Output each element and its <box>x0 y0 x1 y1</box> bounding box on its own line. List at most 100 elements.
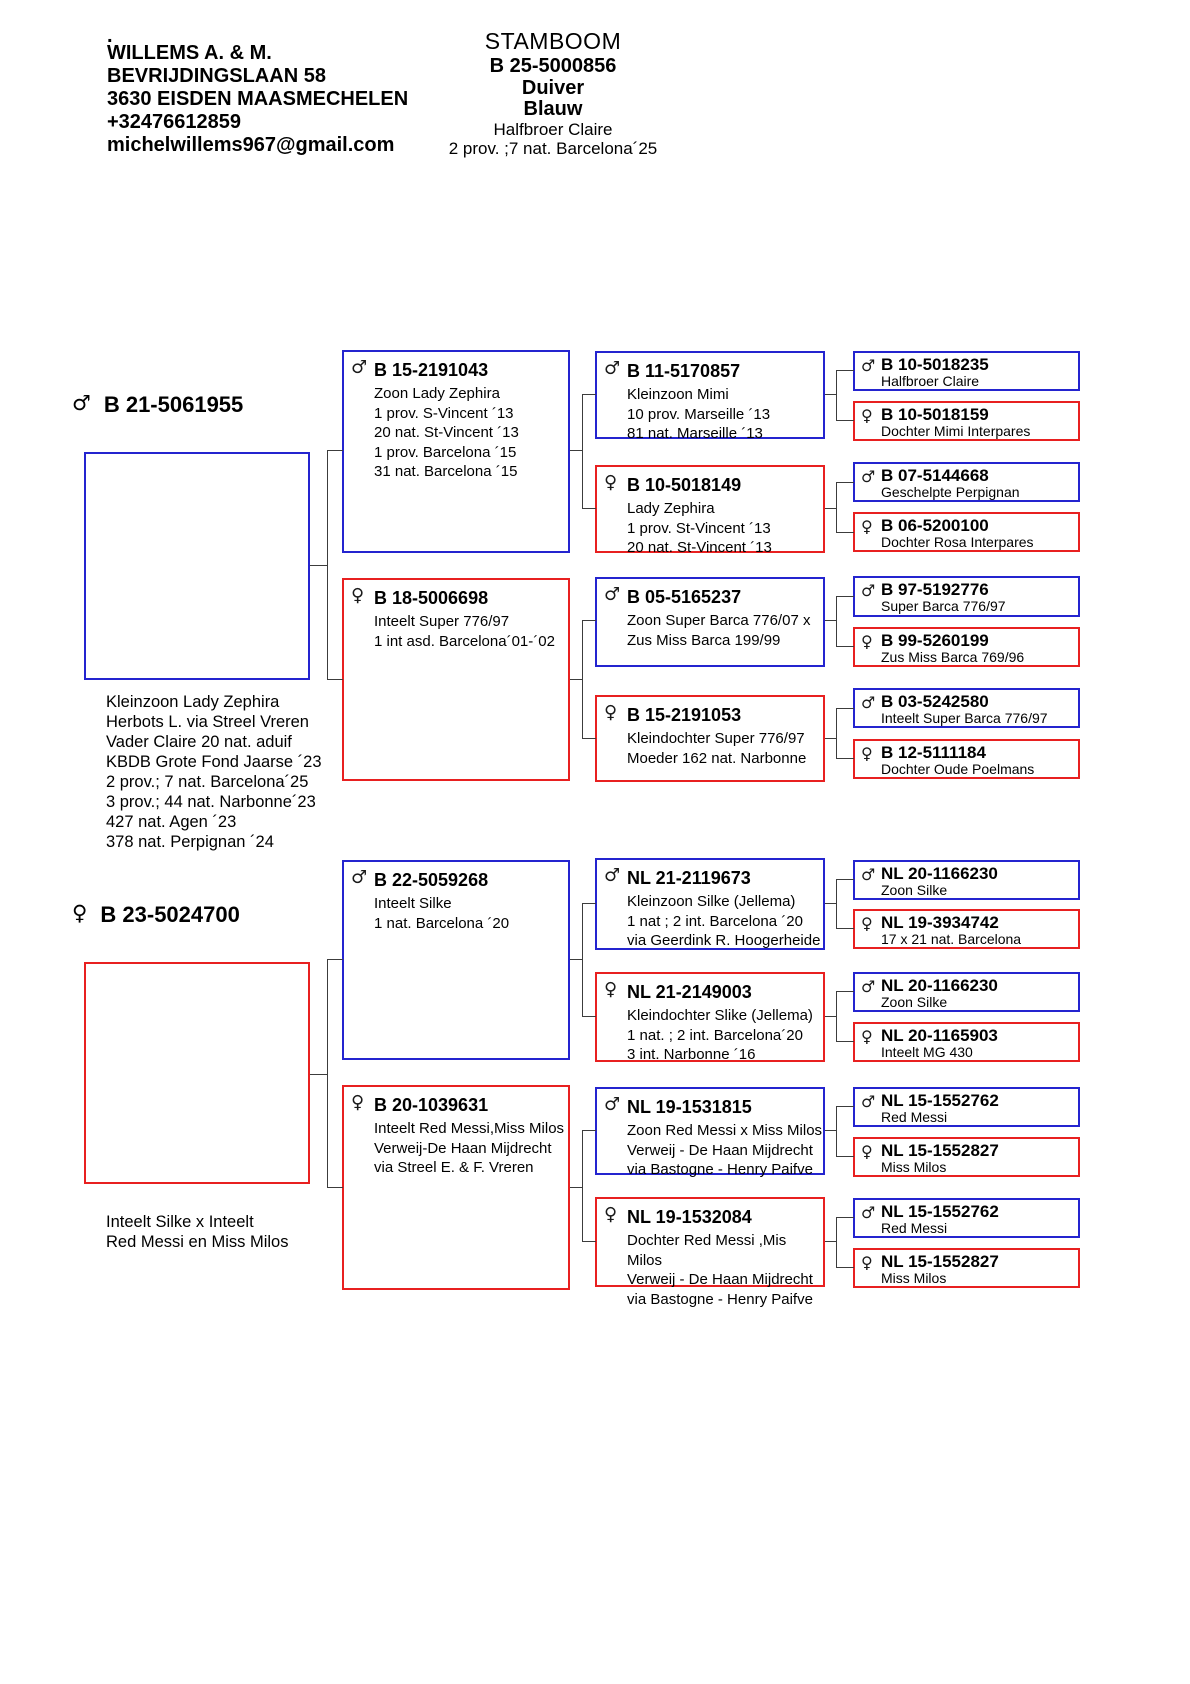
text-line: 1 int asd. Barcelona´01-´02 <box>374 632 555 650</box>
ring-number: NL 15-1552762 <box>881 1091 999 1110</box>
pedigree-box-nl19-1532084: ♀ NL 19-1532084 Dochter Red Messi ,Mis M… <box>595 1197 825 1308</box>
bird-result: 2 prov. ;7 nat. Barcelona´25 <box>448 139 658 158</box>
connector-line <box>582 394 583 509</box>
text-line: 1 nat ; 2 int. Barcelona ´20 <box>627 912 803 930</box>
text-line: Verweij - De Haan Mijdrecht <box>627 1271 813 1288</box>
male-icon: ♂ <box>861 865 876 884</box>
ring-number: NL 20-1166230 <box>881 976 998 995</box>
bird-name: Halfbroer Claire <box>881 373 980 389</box>
connector-line <box>836 596 854 597</box>
bird-name: Inteelt MG 430 <box>881 1044 973 1060</box>
ring-number: B 18-5006698 <box>374 588 489 608</box>
female-icon: ♀ <box>861 406 873 425</box>
female-icon: ♀ <box>604 702 618 723</box>
connector-line <box>310 1074 327 1075</box>
male-icon: ♂ <box>604 865 621 886</box>
ring-number: NL 15-1552762 <box>881 1202 999 1221</box>
connector-line <box>582 1130 596 1131</box>
connector-line <box>825 738 837 739</box>
text-line: Zoon Super Barca 776/07 x <box>627 612 811 629</box>
ring-number: B 23-5024700 <box>100 902 240 927</box>
text-line: Inteelt Super 776/97 <box>374 613 510 630</box>
male-icon: ♂ <box>72 391 91 415</box>
text-line: Zoon Lady Zephira <box>374 385 500 402</box>
sire-label: ♂ B 21-5061955 <box>72 392 243 418</box>
text-line: Lady Zephira <box>627 500 715 517</box>
connector-line <box>825 620 837 621</box>
connector-line <box>836 482 854 483</box>
connector-line <box>836 532 854 533</box>
text-line: Inteelt Silke x Inteelt <box>106 1213 254 1231</box>
ring-number: NL 19-3934742 <box>881 913 999 932</box>
ring-number: NL 15-1552827 <box>881 1141 999 1160</box>
connector-line <box>836 370 854 371</box>
ring-number: B 15-2191043 <box>374 360 489 380</box>
connector-line <box>836 708 854 709</box>
pedigree-box-b15-2191053: ♀ B 15-2191053 Kleindochter Super 776/97… <box>595 695 825 782</box>
ring-number: B 10-5018235 <box>881 355 989 374</box>
ring-number: B 12-5111184 <box>881 743 986 762</box>
text-line: 1 prov. St-Vincent ´13 <box>627 519 771 537</box>
bird-name: 17 x 21 nat. Barcelona <box>881 931 1022 947</box>
bird-note: Halfbroer Claire <box>493 120 613 139</box>
text-line: 3 int. Narbonne ´16 <box>627 1046 756 1063</box>
bird-name: Geschelpte Perpignan <box>881 484 1020 500</box>
male-icon: ♂ <box>861 467 876 486</box>
detail-lines: Kleinzoon Silke (Jellema)1 nat ; 2 int. … <box>627 892 823 951</box>
text-line: 10 prov. Marseille ´13 <box>627 405 771 423</box>
connector-line <box>327 959 328 1188</box>
text-line: 1 nat. Barcelona ´20 <box>374 914 510 932</box>
male-icon: ♂ <box>351 357 368 378</box>
connector-line <box>836 1041 854 1042</box>
bird-name: Zoon Silke <box>881 882 948 898</box>
connector-line <box>836 646 854 647</box>
text-line: 3630 EISDEN MAASMECHELEN <box>107 88 409 110</box>
connector-line <box>825 1130 837 1131</box>
bird-name: Zus Miss Barca 769/96 <box>881 649 1025 665</box>
text-line: Inteelt Red Messi,Miss Milos <box>374 1120 565 1137</box>
connector-line <box>327 450 343 451</box>
male-icon: ♂ <box>604 584 621 605</box>
bird-name: Dochter Rosa Interpares <box>881 534 1034 550</box>
connector-line <box>836 420 854 421</box>
ring-number: B 10-5018159 <box>881 405 989 424</box>
connector-line <box>836 1156 854 1157</box>
photo-placeholder-sire <box>84 452 310 680</box>
connector-line <box>836 370 837 421</box>
connector-line <box>836 758 854 759</box>
dam-label: ♀ B 23-5024700 <box>72 902 240 928</box>
text-line: Kleinzoon Mimi <box>627 386 729 403</box>
pedigree-box-b05-5165237: ♂ B 05-5165237 Zoon Super Barca 776/07 x… <box>595 577 825 667</box>
connector-line <box>825 1016 837 1017</box>
male-icon: ♂ <box>861 693 876 712</box>
text-line: Herbots L. via Streel Vreren <box>106 713 309 731</box>
bird-name: Super Barca 776/97 <box>881 598 1006 614</box>
connector-line <box>327 959 343 960</box>
connector-line <box>836 928 854 929</box>
connector-line <box>570 679 583 680</box>
text-line: Zoon Red Messi x Miss Milos <box>627 1122 823 1139</box>
female-icon: ♀ <box>861 1253 873 1272</box>
male-icon: ♂ <box>861 1092 876 1111</box>
female-icon: ♀ <box>351 585 365 606</box>
female-icon: ♀ <box>861 744 873 763</box>
text-line: 2 prov.; 7 nat. Barcelona´25 <box>106 773 309 791</box>
connector-line <box>825 508 837 509</box>
